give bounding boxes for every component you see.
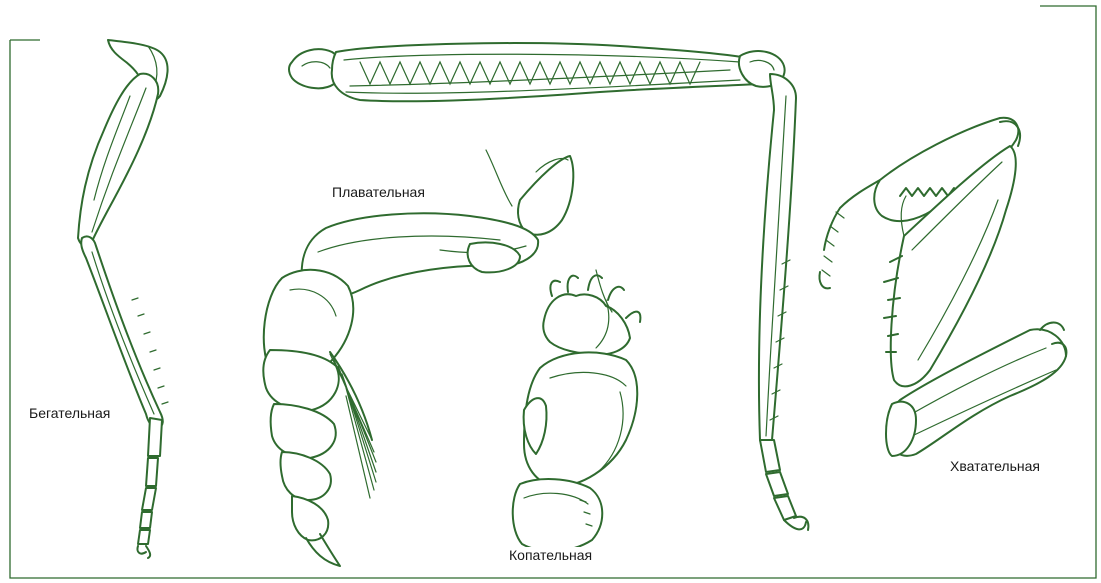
running-leg-drawing [78,40,168,558]
grasping-leg-drawing [819,118,1066,456]
digging-leg-drawing [513,270,641,551]
swimming-leg-label: Плавательная [330,184,427,201]
running-leg-label: Бегательная [27,405,112,422]
grasping-leg-label: Хватательная [948,458,1042,475]
digging-leg-label: Копательная [507,547,594,564]
